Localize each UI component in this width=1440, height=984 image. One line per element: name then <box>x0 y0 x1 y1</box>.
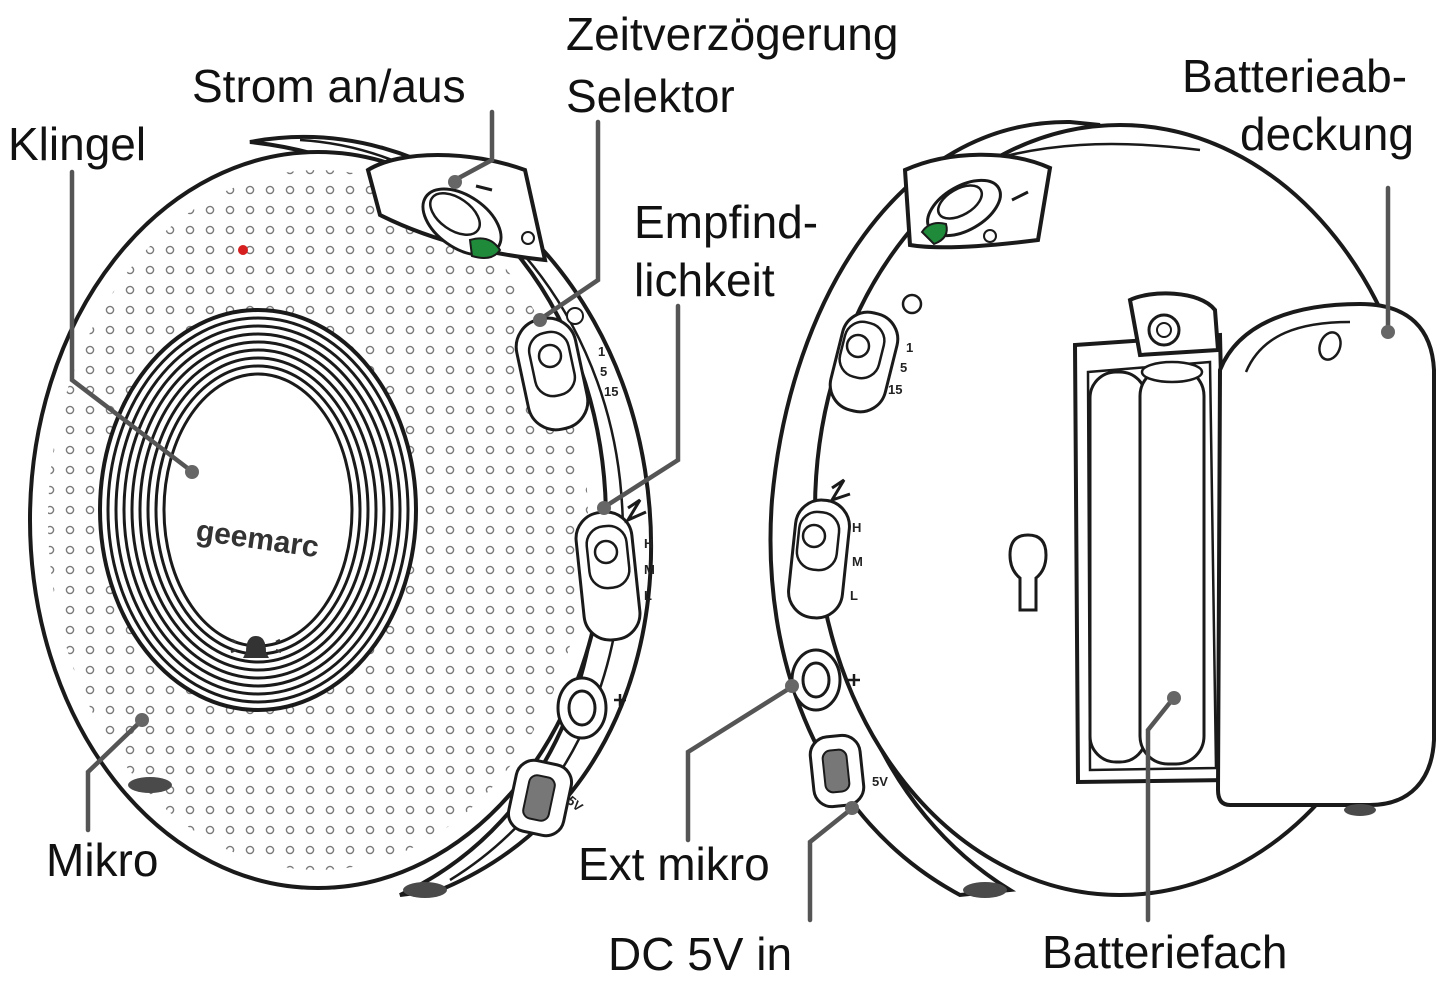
leader-mikro <box>85 719 143 833</box>
sensitivity-mark-l: L <box>644 588 652 603</box>
rear-delay-selector: 1 5 15 <box>828 293 923 414</box>
rear-sensitivity-mark-l: L <box>850 588 858 603</box>
leader-empfind <box>603 303 681 509</box>
leader-lines <box>69 109 1395 923</box>
leader-dc <box>807 807 853 923</box>
keyhole-mount-icon <box>1008 533 1048 612</box>
delay-mark-5: 5 <box>600 364 607 379</box>
rear-sensitivity-selector: H M L <box>787 478 863 620</box>
label-batterieab-line2: deckung <box>1240 108 1414 160</box>
label-strom: Strom an/aus <box>192 60 466 112</box>
label-klingel: Klingel <box>8 118 146 170</box>
power-switch <box>365 153 548 263</box>
callout-labels: Strom an/aus Zeitverzögerung Selektor Kl… <box>8 8 1414 980</box>
front-unit-foot-left <box>128 777 172 793</box>
sensitivity-mark-h: H <box>644 536 653 551</box>
rear-power-switch <box>902 152 1053 250</box>
label-zeit-line2: Selektor <box>566 70 735 122</box>
rear-sensitivity-mark-m: M <box>852 554 863 569</box>
label-batteriefach: Batteriefach <box>1042 926 1287 978</box>
sensitivity-mark-m: M <box>644 562 655 577</box>
bell-rings <box>98 308 418 712</box>
dc-mark-right: 5V <box>872 774 888 789</box>
leader-strom <box>452 109 495 183</box>
rear-dc-port: 5V <box>808 733 888 809</box>
front-unit-foot-right <box>403 882 447 898</box>
ext-mic-jack <box>556 676 626 740</box>
rear-delay-mark-1: 1 <box>906 340 913 355</box>
rear-unit: 1 5 15 H M L 5V <box>768 119 1436 898</box>
leader-batteriefach <box>1145 697 1175 923</box>
delay-mark-1: 1 <box>598 344 605 359</box>
leader-ext-mikro <box>685 685 793 843</box>
rear-sensitivity-mark-h: H <box>852 520 861 535</box>
bell-icon <box>230 636 282 658</box>
label-batterieab-line1: Batterieab- <box>1182 50 1407 102</box>
rear-ext-mic-jack <box>790 648 860 712</box>
label-dc: DC 5V in <box>608 928 792 980</box>
leader-klingel <box>69 169 193 473</box>
battery-compartment <box>1072 291 1233 785</box>
rear-unit-foot-right <box>1344 804 1376 816</box>
indicator-led <box>238 245 248 255</box>
delay-mark-15: 15 <box>604 384 618 399</box>
rear-delay-mark-15: 15 <box>888 382 902 397</box>
label-empfind-line1: Empfind- <box>634 196 818 248</box>
front-unit: geemarc 1 5 15 <box>28 135 655 898</box>
label-mikro: Mikro <box>46 834 158 886</box>
leader-zeit <box>539 119 601 321</box>
rear-unit-foot-left <box>963 882 1007 898</box>
delay-selector: 1 5 15 <box>514 307 618 432</box>
label-ext-mikro: Ext mikro <box>578 838 770 890</box>
label-empfind-line2: lichkeit <box>634 254 775 306</box>
dc-port: 5V <box>506 758 586 838</box>
label-zeit-line1: Zeitverzögerung <box>566 8 898 60</box>
rear-delay-mark-5: 5 <box>900 360 907 375</box>
battery-cover <box>1215 301 1436 807</box>
